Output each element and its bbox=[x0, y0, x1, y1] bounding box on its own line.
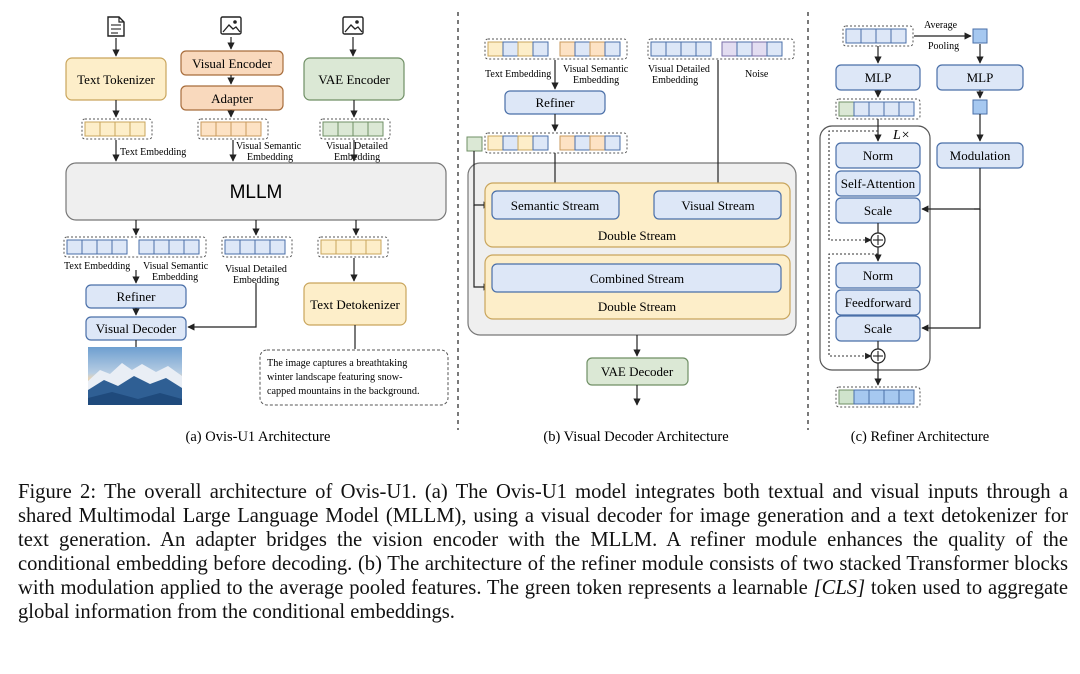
c-modulation-token bbox=[972, 99, 988, 115]
text-embedding-label: Text Embedding bbox=[120, 147, 186, 158]
panel-c-title: (c) Refiner Architecture bbox=[851, 429, 989, 445]
generated-text-line-1: The image captures a breathtaking bbox=[267, 358, 407, 369]
lx-label: L× bbox=[892, 128, 910, 143]
norm-2-label: Norm bbox=[863, 268, 893, 283]
self-attention-box bbox=[835, 170, 921, 197]
visual-detailed-tokens bbox=[319, 118, 391, 140]
scale-1-label: Scale bbox=[864, 203, 892, 218]
refined-tokens bbox=[484, 132, 628, 154]
feedforward-label: Feedforward bbox=[845, 295, 912, 310]
vae-decoder-label: VAE Decoder bbox=[601, 364, 674, 379]
b-visual-detailed-label-1: Visual Detailed bbox=[648, 64, 710, 75]
refiner-label: Refiner bbox=[117, 289, 157, 304]
b-visual-semantic-label-1: Visual Semantic bbox=[563, 64, 629, 75]
out-visual-semantic-label-1: Visual Semantic bbox=[143, 261, 209, 272]
panel-a: Text Tokenizer Visual Encoder Adapter VA… bbox=[63, 16, 449, 445]
document-icon bbox=[107, 16, 125, 37]
combined-stream-box bbox=[491, 263, 782, 293]
architecture-figure: Text Tokenizer Visual Encoder Adapter VA… bbox=[63, 12, 1024, 445]
semantic-stream-label: Semantic Stream bbox=[511, 198, 599, 213]
image-icon bbox=[220, 16, 242, 35]
generated-text-line-3: capped mountains in the background. bbox=[267, 386, 420, 397]
self-attention-label: Self-Attention bbox=[841, 176, 916, 191]
norm-1-label: Norm bbox=[863, 148, 893, 163]
visual-decoder-label: Visual Decoder bbox=[96, 321, 177, 336]
pooling-label: Pooling bbox=[928, 41, 959, 52]
visual-detailed-label-2: Embedding bbox=[334, 152, 380, 163]
generated-text-box bbox=[259, 349, 449, 406]
panel-a-title: (a) Ovis-U1 Architecture bbox=[186, 429, 331, 445]
output-visual-detailed-tokens bbox=[221, 236, 293, 258]
out-visual-semantic-label-2: Embedding bbox=[152, 272, 198, 283]
mlp-left-label: MLP bbox=[865, 70, 892, 85]
double-stream-label-1: Double Stream bbox=[598, 228, 676, 243]
condition-tokens bbox=[484, 38, 628, 60]
text-detokenizer-label: Text Detokenizer bbox=[310, 297, 400, 312]
caption-text-end: token used to aggregate global informati… bbox=[18, 577, 1068, 623]
adapter-box bbox=[180, 85, 284, 111]
norm-1-box bbox=[835, 142, 921, 169]
norm-2-box bbox=[835, 262, 921, 289]
generated-landscape-image bbox=[88, 347, 182, 405]
visual-detailed-label-1: Visual Detailed bbox=[326, 141, 388, 152]
b-refiner-label: Refiner bbox=[536, 95, 576, 110]
c-output-tokens bbox=[835, 386, 921, 408]
visual-semantic-label-1: Visual Semantic bbox=[236, 141, 302, 152]
scale-2-label: Scale bbox=[864, 321, 892, 336]
generated-text-line-2: winter landscape featuring snow- bbox=[267, 372, 403, 383]
b-visual-detailed-label-2: Embedding bbox=[652, 75, 698, 86]
figure-caption: Figure 2: The overall architecture of Ov… bbox=[18, 480, 1068, 624]
visual-stream-box bbox=[653, 190, 782, 220]
adapter-label: Adapter bbox=[211, 91, 254, 106]
visual-stream-label: Visual Stream bbox=[681, 198, 754, 213]
vae-encoder-label: VAE Encoder bbox=[318, 72, 390, 87]
output-text-tokens bbox=[317, 236, 389, 258]
visual-encoder-box bbox=[180, 50, 284, 76]
combined-stream-label: Combined Stream bbox=[590, 271, 684, 286]
c-input-tokens bbox=[842, 25, 914, 47]
mllm-label: MLLM bbox=[230, 182, 283, 203]
b-noise-label: Noise bbox=[745, 69, 769, 80]
add-icon bbox=[870, 232, 886, 248]
add-icon bbox=[870, 348, 886, 364]
text-embedding-tokens bbox=[81, 118, 153, 140]
out-text-embedding-label: Text Embedding bbox=[64, 261, 130, 272]
image-icon bbox=[342, 16, 364, 35]
average-label: Average bbox=[924, 20, 958, 31]
modulation-label: Modulation bbox=[950, 148, 1011, 163]
caption-cls: [CLS] bbox=[813, 577, 866, 599]
visual-encoder-label: Visual Encoder bbox=[192, 56, 272, 71]
text-tokenizer-label: Text Tokenizer bbox=[77, 72, 155, 87]
panel-b-title: (b) Visual Decoder Architecture bbox=[543, 429, 728, 445]
b-visual-semantic-label-2: Embedding bbox=[573, 75, 619, 86]
visual-semantic-label-2: Embedding bbox=[247, 152, 293, 163]
output-text-semantic-tokens bbox=[63, 236, 207, 258]
feedforward-box bbox=[835, 289, 921, 316]
double-stream-label-2: Double Stream bbox=[598, 299, 676, 314]
out-visual-detailed-label-1: Visual Detailed bbox=[225, 264, 287, 275]
caption-text: Figure 2: The overall architecture of Ov… bbox=[18, 481, 1068, 599]
c-mlp-tokens bbox=[835, 98, 921, 120]
panel-c: Average Pooling MLP MLP L× Norm bbox=[819, 20, 1024, 445]
mlp-right-label: MLP bbox=[967, 70, 994, 85]
b-text-embedding-label: Text Embedding bbox=[485, 69, 551, 80]
semantic-stream-box bbox=[491, 190, 620, 220]
visual-semantic-tokens bbox=[197, 118, 269, 140]
pooled-token bbox=[972, 28, 988, 44]
panel-b: Text Embedding Visual Semantic Embedding… bbox=[466, 38, 797, 445]
detailed-noise-tokens bbox=[647, 38, 795, 60]
cls-token bbox=[466, 136, 483, 152]
out-visual-detailed-label-2: Embedding bbox=[233, 275, 279, 286]
